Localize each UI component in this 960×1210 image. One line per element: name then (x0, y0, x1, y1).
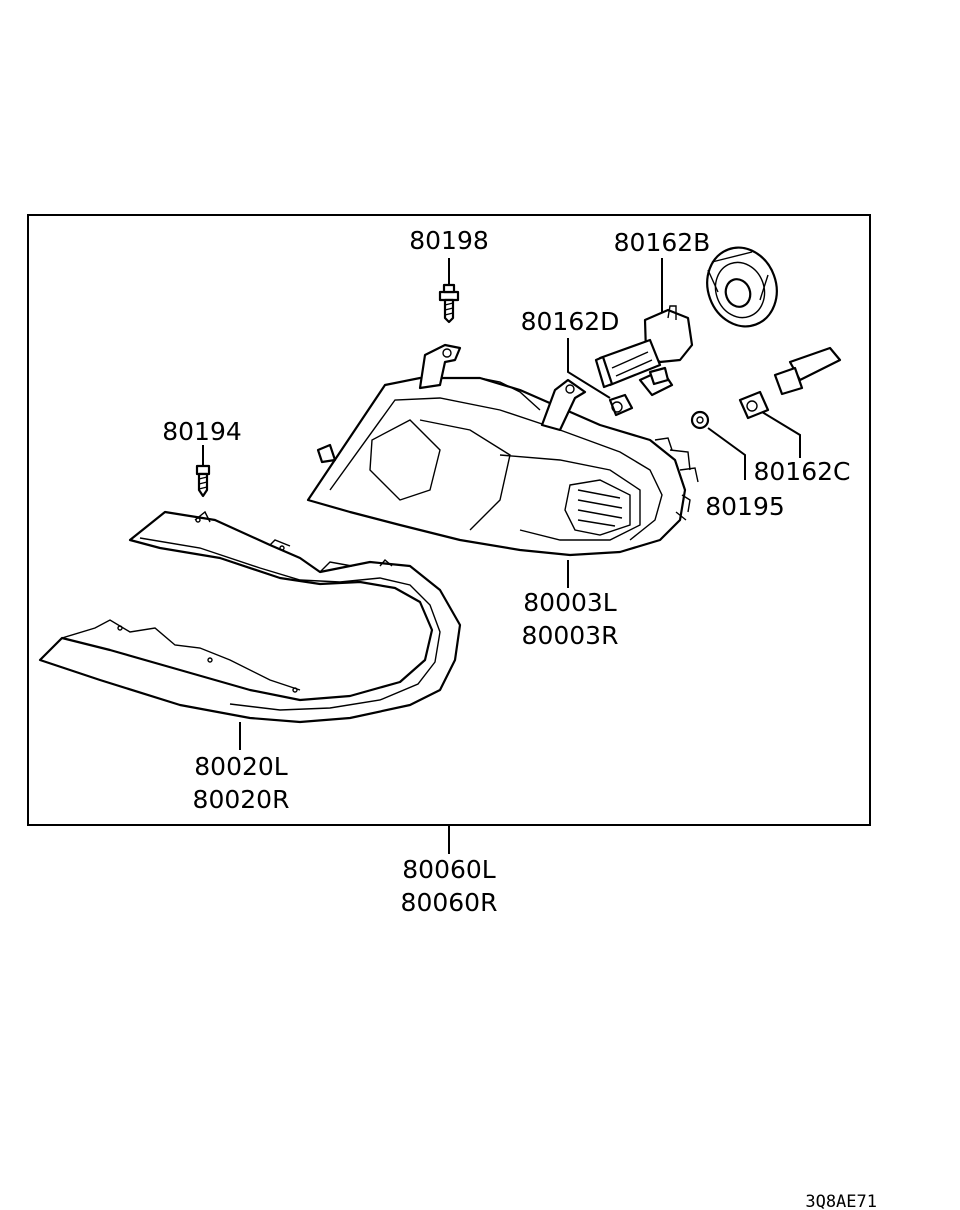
assembly-frame (27, 214, 871, 826)
h4-bulb-drawing (594, 305, 694, 389)
label-80020l: 80020L (194, 752, 288, 781)
leader-lines (202, 258, 801, 854)
label-80020r: 80020R (193, 785, 290, 814)
bezel-drawing (38, 510, 462, 724)
socket-drawing (690, 410, 710, 430)
bulb-c-drawing (738, 346, 842, 420)
label-80162d: 80162D (521, 307, 620, 336)
headlamp-drawing (306, 343, 699, 557)
label-80194: 80194 (162, 417, 242, 446)
label-80162b: 80162B (614, 228, 711, 257)
bolt-drawing (438, 283, 460, 324)
label-80195: 80195 (705, 492, 785, 521)
label-80060r: 80060R (401, 888, 498, 917)
label-80198: 80198 (409, 226, 489, 255)
label-80162c: 80162C (754, 457, 851, 486)
figure-code: 3Q8AE71 (805, 1192, 877, 1210)
label-80060l: 80060L (402, 855, 496, 884)
label-80003r: 80003R (522, 621, 619, 650)
screw-drawing (195, 464, 211, 498)
small-bulb-d-drawing (608, 366, 674, 417)
dust-cover-drawing (706, 246, 778, 328)
label-80003l: 80003L (523, 588, 617, 617)
